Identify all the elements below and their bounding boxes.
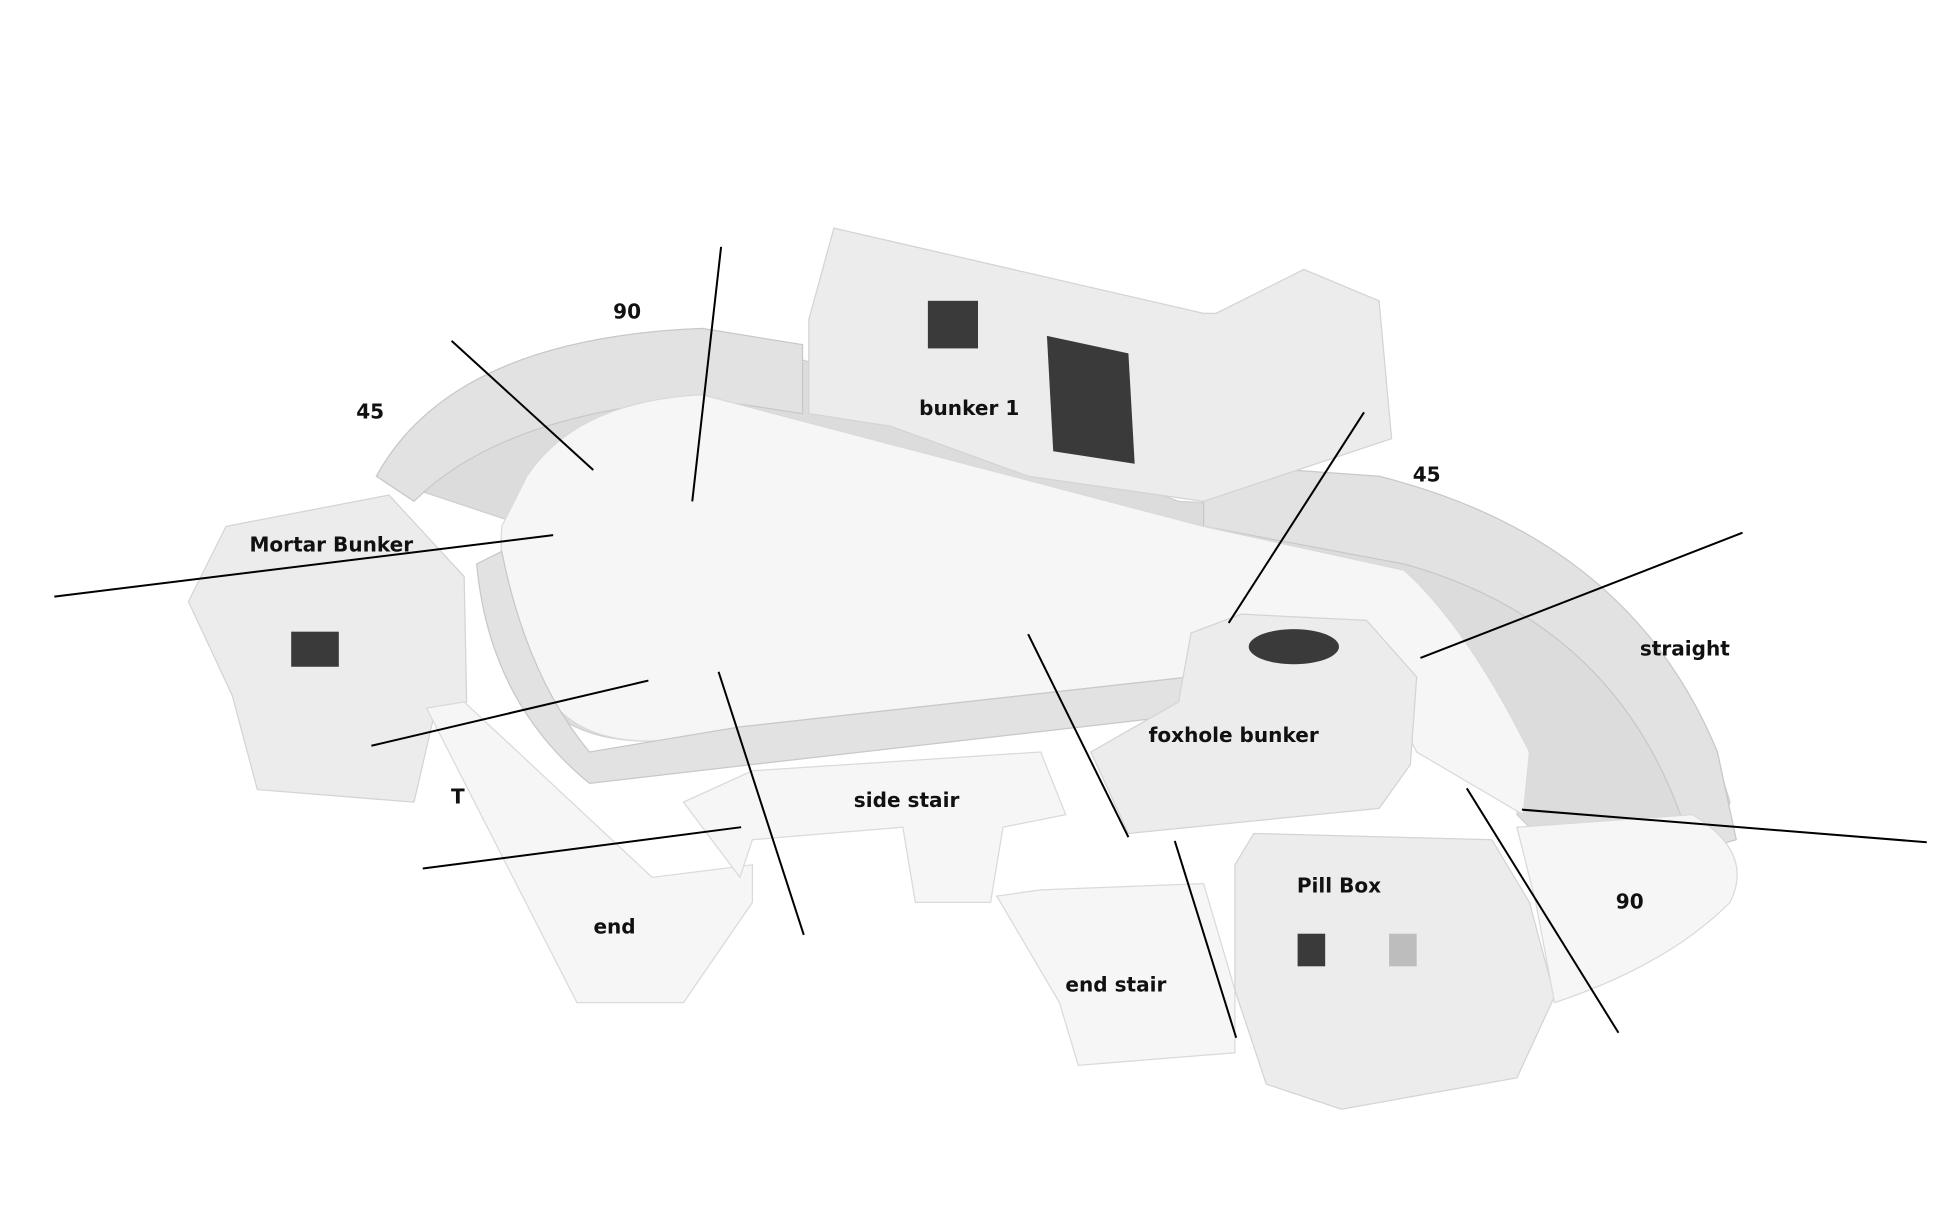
leader-line-90-top (450, 340, 594, 471)
side-stair-model (682, 751, 1067, 904)
bunker-1-door (1046, 335, 1135, 464)
sandbag-wall-front-inner (476, 550, 1192, 784)
label-end: end (593, 915, 635, 939)
trench-model (187, 227, 1738, 1110)
label-90-top: 90 (613, 299, 641, 323)
label-bunker-1: bunker 1 (919, 396, 1019, 420)
leader-line-end (422, 826, 742, 870)
leader-line-side-stair (717, 671, 805, 936)
leader-line-90-right (1521, 808, 1927, 844)
leader-line-t-top (371, 679, 649, 747)
leader-line-straight (1420, 531, 1743, 659)
bunker-1-window (927, 300, 979, 349)
label-45-left: 45 (356, 400, 384, 424)
leader-line-foxhole (1027, 633, 1130, 838)
leader-line-mortar-bunker (54, 534, 554, 598)
labels: 90 45 bunker 1 45 Mortar Bunker straight… (249, 299, 1730, 996)
sandbag-wall-back (375, 327, 804, 503)
t-end-section-model (425, 701, 754, 1004)
leader-lines (54, 246, 1927, 1039)
label-t-junction: T (451, 784, 465, 808)
leader-line-end-stair (1173, 840, 1238, 1039)
foxhole-opening (1248, 629, 1339, 665)
leader-line-bunker-split (691, 246, 723, 502)
label-90-right: 90 (1616, 890, 1644, 914)
label-mortar-bunker: Mortar Bunker (249, 532, 413, 556)
mortar-bunker-window (291, 631, 339, 667)
label-straight: straight (1640, 636, 1730, 660)
label-pill-box: Pill Box (1297, 873, 1381, 897)
end-stair-model (995, 882, 1236, 1066)
pill-box-hatch (1389, 933, 1417, 967)
leader-line-pill-box (1465, 787, 1620, 1034)
label-end-stair: end stair (1065, 972, 1166, 996)
label-foxhole-bunker: foxhole bunker (1149, 723, 1319, 747)
pill-box-window (1297, 933, 1326, 967)
pill-box-model (1234, 832, 1556, 1110)
leader-line-45-right (1227, 411, 1365, 624)
label-side-stair: side stair (854, 788, 960, 812)
foxhole-bunker-model (1090, 613, 1418, 835)
label-45-right: 45 (1413, 462, 1441, 486)
